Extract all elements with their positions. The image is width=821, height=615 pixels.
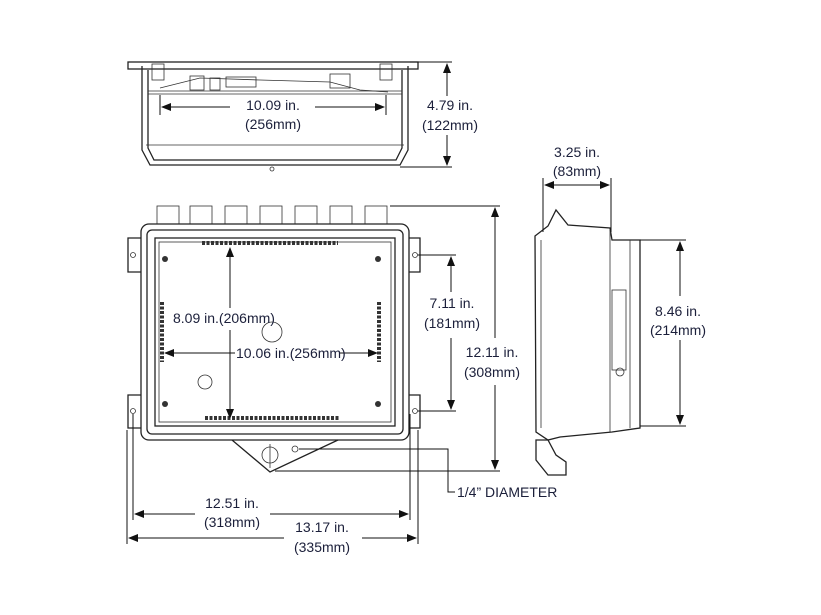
mount-spacing-in: 7.11 in.: [430, 295, 475, 311]
mount-width-mm: (318mm): [204, 514, 260, 530]
overall-width-mm: (335mm): [294, 539, 350, 555]
hole-diameter-label: 1/4” DIAMETER: [457, 484, 557, 500]
top-height-in: 4.79 in.: [427, 97, 473, 113]
top-view: [127, 61, 419, 172]
total-height-dimension: 12.11 in. (308mm): [275, 205, 520, 472]
side-height-dimension: 8.46 in. (214mm): [640, 239, 706, 427]
total-height-in: 12.11 in.: [466, 344, 519, 360]
cable-glands: [156, 205, 388, 225]
mount-width-in: 12.51 in.: [205, 495, 259, 511]
side-height-in: 8.46 in.: [655, 303, 701, 319]
total-height-mm: (308mm): [464, 364, 520, 380]
mount-spacing-mm: (181mm): [424, 315, 480, 331]
mount-spacing-dimension: 7.11 in. (181mm): [418, 254, 480, 412]
width-dimensions: 12.51 in. (318mm) 13.17 in. (335mm): [126, 414, 419, 556]
front-view: [127, 205, 421, 473]
side-depth-in: 3.25 in.: [554, 144, 600, 160]
top-width-dimension: 10.09 in. (256mm): [159, 95, 387, 132]
side-height-mm: (214mm): [650, 322, 706, 338]
top-height-mm: (122mm): [422, 117, 478, 133]
inner-width-label: 10.06 in.(256mm): [236, 345, 346, 361]
side-depth-mm: (83mm): [553, 163, 601, 179]
side-view: [534, 208, 641, 476]
inner-height-label: 8.09 in.(206mm): [173, 310, 275, 326]
inner-height-dimension: 8.09 in.(206mm): [173, 247, 275, 419]
inner-width-dimension: 10.06 in.(256mm): [164, 345, 378, 361]
top-width-mm: (256mm): [245, 116, 301, 132]
hole-diameter-callout: 1/4” DIAMETER: [299, 448, 557, 500]
overall-width-in: 13.17 in.: [295, 519, 349, 535]
top-height-dimension: 4.79 in. (122mm): [400, 61, 478, 168]
top-width-in: 10.09 in.: [246, 97, 300, 113]
side-depth-dimension: 3.25 in. (83mm): [542, 144, 612, 232]
